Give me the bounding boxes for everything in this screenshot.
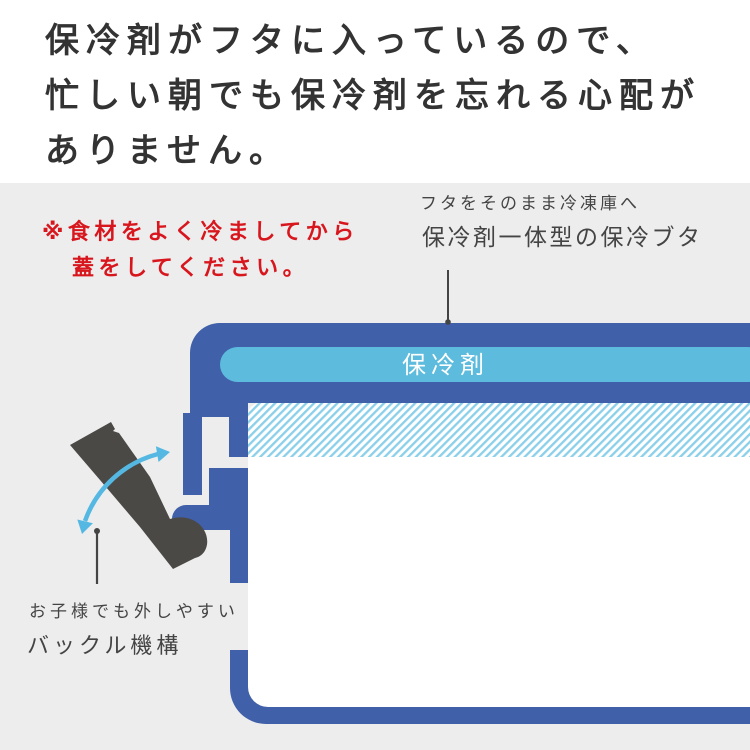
cold-air-hatch-area [248,403,750,457]
ice-pack-label: 保冷剤 [402,351,489,379]
ice-pack-bar [220,347,750,382]
buckle-leader-line [94,528,100,584]
container-wall-lower [230,650,750,724]
container-wall-upper-with-hinge [172,468,248,583]
lid-leader-line [445,270,451,325]
header: 保冷剤がフタに入っているので、 忙しい朝でも保冷剤を忘れる心配が ありません。 [0,0,750,183]
swing-arrow-icon [77,446,170,534]
caution-note-line-2: 蓋をしてください。 [72,256,310,281]
heading-line-3: ありません。 [45,131,290,171]
buckle-label-main: バックル機構 [27,634,183,659]
heading-line-1: 保冷剤がフタに入っているので、 [45,21,657,61]
lid-label-sub: フタをそのまま冷凍庫へ [420,194,640,214]
heading-line-2: 忙しい朝でも保冷剤を忘れる心配が [45,76,701,116]
buckle-icon [70,422,208,569]
caution-note-line-1: ※食材をよく冷ましてから [42,220,359,245]
buckle-label-sub: お子様でも外しやすい [29,602,239,622]
container-interior [248,457,750,707]
lid-label-main: 保冷剤一体型の保冷ブタ [422,225,703,251]
